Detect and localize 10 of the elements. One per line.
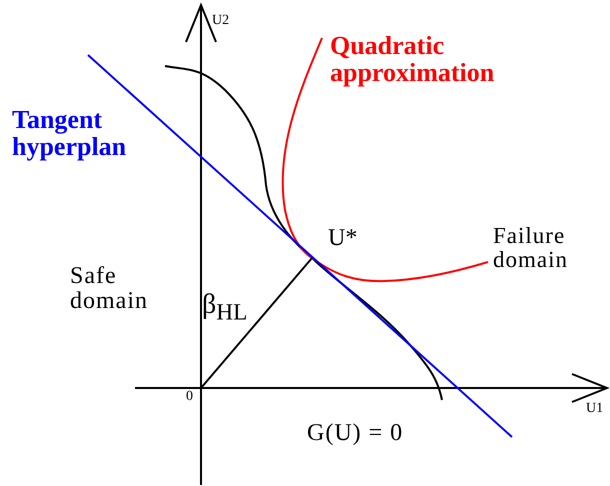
distance-label: β$_{HL}$ <box>202 290 248 326</box>
origin-label: 0 <box>186 390 194 405</box>
curve-label: G(U) = 0 <box>307 421 404 446</box>
line-label: Tangent hyperplan <box>12 106 128 161</box>
axis-label: U1 <box>586 402 604 417</box>
region-label: Failure domain <box>493 224 569 272</box>
axis-label: U2 <box>212 14 230 29</box>
curve-label: Quadratic approximation <box>330 32 496 87</box>
point-label: U* <box>328 226 358 252</box>
region-label: Safe domain <box>70 264 149 314</box>
